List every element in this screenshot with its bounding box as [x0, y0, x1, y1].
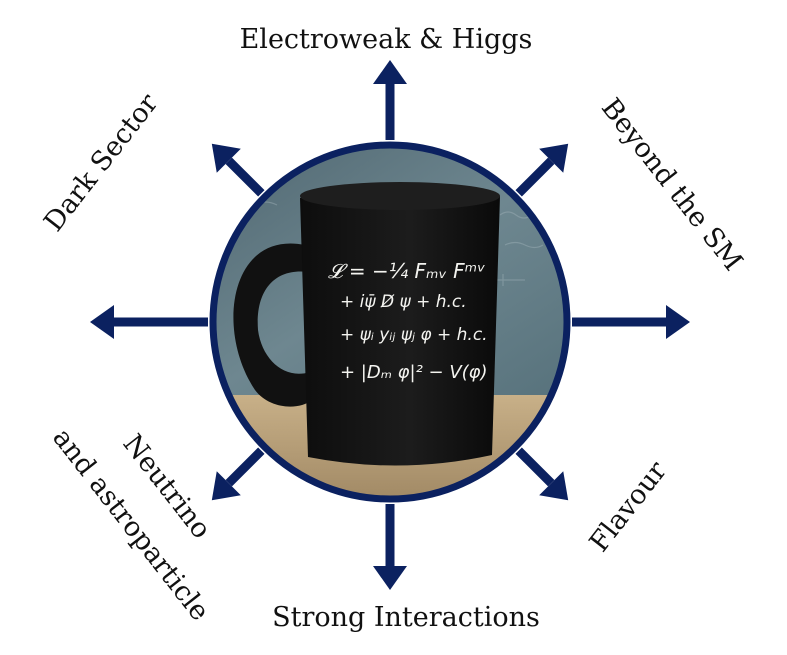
mug-body — [300, 188, 500, 466]
arrow-head — [539, 143, 569, 173]
arrow-up-left-icon — [211, 143, 265, 197]
arrow-head — [211, 143, 241, 173]
equation-line-2: + iψ̄ D̸ ψ + h.c. — [340, 292, 467, 312]
arrow-head — [539, 471, 569, 501]
mug-handle — [233, 243, 312, 407]
label-dark-sector: Dark Sector — [38, 88, 164, 237]
label-beyond-sm: Beyond the SM — [595, 93, 748, 277]
arrow-shaft — [385, 504, 395, 566]
arrow-shaft — [114, 317, 208, 327]
arrow-shaft — [515, 157, 555, 197]
mug-equation: 𝓛 = −¼ Fₘᵥ Fᵐᵛ + iψ̄ D̸ ψ + h.c. + ψᵢ yᵢ… — [328, 259, 488, 383]
label-flavour: Flavour — [584, 456, 673, 558]
arrow-right-icon — [572, 305, 690, 339]
arrow-head — [373, 60, 407, 84]
arrow-down-right-icon — [515, 447, 569, 501]
mug-rim — [300, 182, 500, 210]
equation-line-4: + |Dₘ φ|² − V(φ) — [340, 362, 488, 383]
arrow-left-icon — [90, 305, 208, 339]
arrow-shaft — [385, 84, 395, 140]
arrow-shaft — [515, 447, 555, 487]
label-electroweak-higgs: Electroweak & Higgs — [240, 24, 533, 55]
arrow-head — [211, 471, 241, 501]
mug-photo: 𝓛 = −¼ Fₘᵥ Fᵐᵛ + iψ̄ D̸ ψ + h.c. + ψᵢ yᵢ… — [209, 141, 571, 503]
arrow-shaft — [225, 447, 265, 487]
arrow-down-left-icon — [211, 447, 265, 501]
arrow-up-icon — [373, 60, 407, 140]
arrow-down-icon — [373, 504, 407, 590]
equation-line-1: 𝓛 = −¼ Fₘᵥ Fᵐᵛ — [328, 259, 485, 283]
arrow-head — [373, 566, 407, 590]
arrow-shaft — [572, 317, 666, 327]
arrow-shaft — [225, 157, 265, 197]
arrows-group — [90, 60, 690, 590]
arrow-head — [90, 305, 114, 339]
arrow-up-right-icon — [515, 143, 569, 197]
label-strong-interactions: Strong Interactions — [272, 602, 540, 633]
equation-line-3: + ψᵢ yᵢⱼ ψⱼ φ + h.c. — [340, 325, 488, 345]
arrow-head — [666, 305, 690, 339]
photo-ring — [209, 141, 571, 503]
